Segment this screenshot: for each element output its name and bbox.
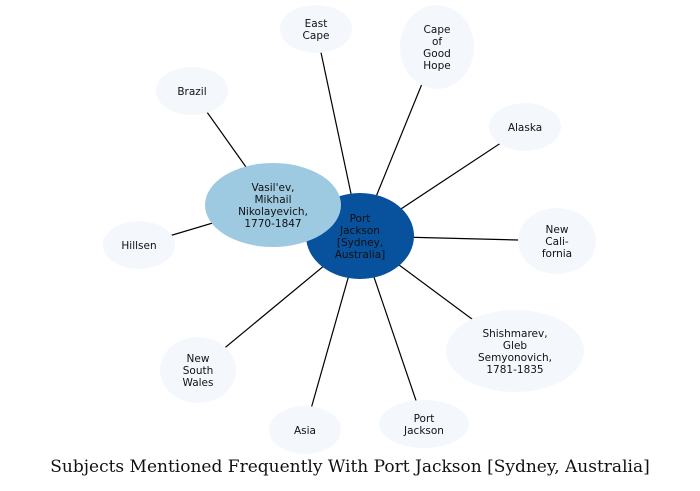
node-label-line: Port bbox=[350, 213, 371, 225]
node-label-line: [Sydney, bbox=[337, 237, 383, 249]
node-brazil[interactable]: Brazil bbox=[156, 67, 228, 115]
node-shape-brazil bbox=[156, 67, 228, 115]
node-label-line: Hillsen bbox=[121, 240, 156, 252]
node-shape-hillsen bbox=[103, 221, 175, 269]
node-shape-shishmarev bbox=[446, 310, 584, 392]
node-hillsen[interactable]: Hillsen bbox=[103, 221, 175, 269]
node-shape-east-cape bbox=[280, 5, 352, 53]
node-label-line: New bbox=[187, 353, 210, 365]
node-label-line: Alaska bbox=[508, 122, 542, 134]
node-label-line: South bbox=[183, 365, 214, 377]
node-label-line: Nikolayevich, bbox=[238, 206, 308, 218]
node-shape-asia bbox=[269, 406, 341, 454]
diagram-caption: Subjects Mentioned Frequently With Port … bbox=[50, 457, 650, 477]
node-label-brazil: Brazil bbox=[177, 86, 206, 98]
node-shape-new-south-wales bbox=[160, 337, 236, 403]
node-label-line: Shishmarev, bbox=[482, 328, 547, 340]
node-label-alaska: Alaska bbox=[508, 122, 542, 134]
node-label-line: Port bbox=[414, 413, 435, 425]
node-label-line: 1770-1847 bbox=[244, 218, 301, 230]
node-label-line: Gleb bbox=[503, 340, 528, 352]
node-label-asia: Asia bbox=[294, 425, 316, 437]
node-shape-alaska bbox=[489, 103, 561, 151]
node-asia[interactable]: Asia bbox=[269, 406, 341, 454]
node-label-hillsen: Hillsen bbox=[121, 240, 156, 252]
node-label-line: Brazil bbox=[177, 86, 206, 98]
node-label-line: East bbox=[305, 18, 328, 30]
node-label-line: Jackson bbox=[403, 425, 444, 437]
node-label-line: of bbox=[432, 36, 442, 48]
node-label-line: Cape bbox=[424, 24, 451, 36]
node-label-line: New bbox=[546, 224, 569, 236]
node-label-line: Wales bbox=[183, 377, 214, 389]
node-label-line: Asia bbox=[294, 425, 316, 437]
node-shape-port-jackson bbox=[379, 400, 469, 448]
node-label-line: Good bbox=[423, 48, 451, 60]
node-label-line: Hope bbox=[423, 60, 450, 72]
node-shape-new-california bbox=[518, 208, 596, 274]
node-shape-vasilev bbox=[205, 163, 341, 247]
node-label-line: Cape bbox=[303, 30, 330, 42]
node-alaska[interactable]: Alaska bbox=[489, 103, 561, 151]
node-label-line: 1781-1835 bbox=[486, 364, 543, 376]
node-label-line: fornia bbox=[542, 248, 572, 260]
node-label-line: Vasil'ev, bbox=[251, 182, 294, 194]
node-label-line: Jackson bbox=[339, 225, 380, 237]
node-label-line: Mikhail bbox=[255, 194, 292, 206]
node-label-line: Semyonovich, bbox=[478, 352, 552, 364]
node-label-line: Australia] bbox=[335, 249, 386, 261]
node-label-line: Cali- bbox=[545, 236, 569, 248]
node-shape-cape-of-good-hope bbox=[400, 5, 474, 89]
